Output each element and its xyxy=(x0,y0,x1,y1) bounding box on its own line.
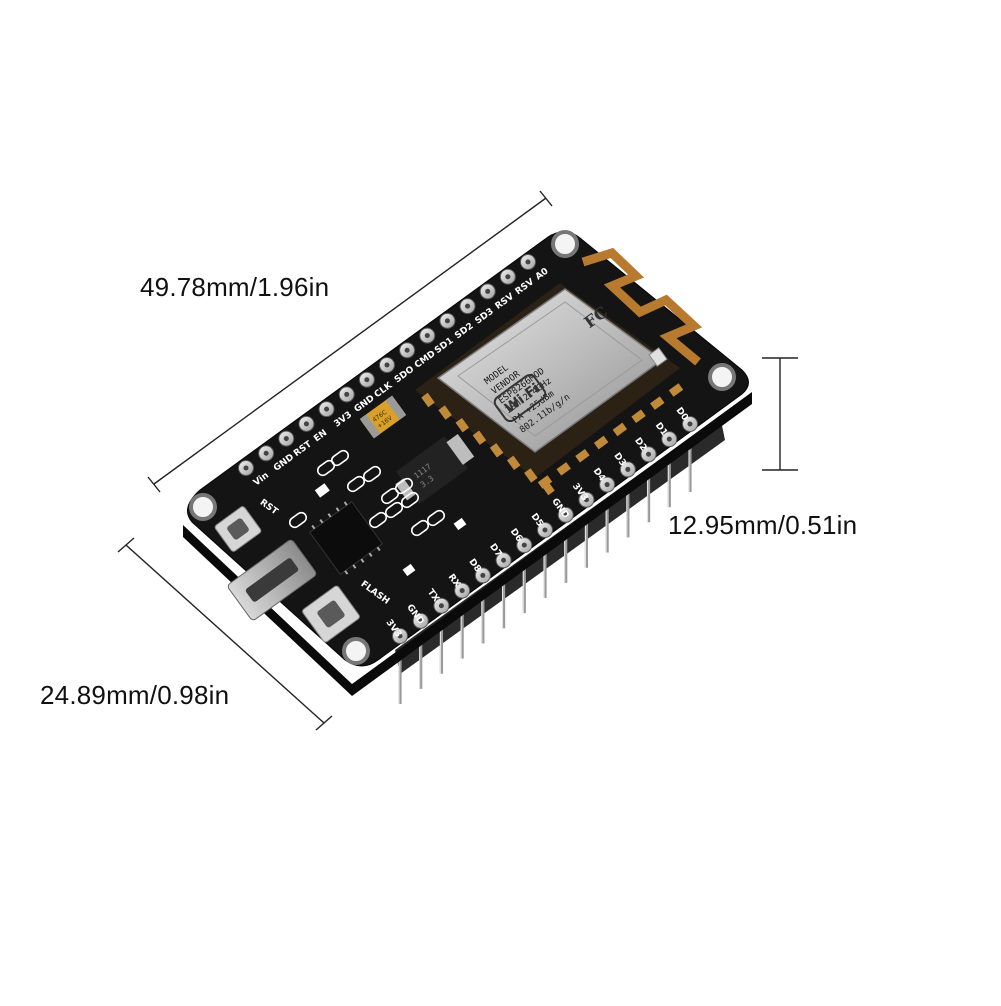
smd-outline xyxy=(400,491,420,509)
castellated-pad xyxy=(650,396,665,410)
micro-usb-port xyxy=(227,539,317,621)
smd-outline xyxy=(368,511,388,529)
pad-hole xyxy=(344,391,350,397)
pad-hole xyxy=(485,288,491,294)
castellated-pad xyxy=(575,448,590,463)
castellated-pad xyxy=(593,435,609,450)
smd-outline xyxy=(330,449,350,467)
smd-outline xyxy=(384,501,404,519)
pad-hole xyxy=(263,450,269,456)
module-castellations xyxy=(421,383,684,496)
smd-outline xyxy=(346,475,366,493)
rst-button xyxy=(214,506,262,552)
width-dimension-label: 24.89mm/0.98in xyxy=(40,680,230,710)
pad-hole xyxy=(397,633,403,639)
pad-hole xyxy=(404,347,410,353)
pad-hole xyxy=(324,406,330,412)
pad-hole xyxy=(303,421,309,427)
pad-hole xyxy=(438,603,444,609)
pad-hole xyxy=(646,451,652,457)
esp8266-module: MODEL VENDOR ESP8266MOD ISM 2.4GHz PA +2… xyxy=(415,283,684,496)
pad-hole xyxy=(243,465,249,471)
pad-hole xyxy=(283,436,289,442)
castellated-pad xyxy=(472,430,487,445)
mounting-hole xyxy=(189,493,217,521)
pad-hole xyxy=(583,497,589,503)
voltage-regulator: 1117 3.3 xyxy=(395,433,475,504)
width-dimension-line xyxy=(117,537,333,731)
castellated-pad xyxy=(455,417,470,433)
mounting-hole xyxy=(342,637,370,665)
pad-hole xyxy=(505,274,511,280)
usb-serial-chip xyxy=(308,500,384,576)
pad-hole xyxy=(501,557,507,563)
pad-hole xyxy=(604,482,610,488)
mounting-holes xyxy=(189,230,736,665)
bottom-pin-pads xyxy=(392,416,698,644)
castellated-pad xyxy=(524,468,538,483)
smd-outlines xyxy=(288,449,446,537)
smd-outline xyxy=(426,509,446,527)
height-dimension-line xyxy=(762,357,798,471)
pad-hole xyxy=(525,259,531,265)
pad-hole xyxy=(364,377,370,383)
castellated-pad xyxy=(556,462,571,476)
smd-outline xyxy=(394,477,414,495)
castellated-pad xyxy=(631,409,646,424)
castellated-pad xyxy=(668,383,684,397)
top-pin-pads xyxy=(238,254,536,476)
castellated-pad xyxy=(506,455,521,471)
length-dimension-label: 49.78mm/1.96in xyxy=(140,272,330,302)
castellated-pad xyxy=(489,443,504,458)
mounting-hole xyxy=(708,363,736,391)
pad-hole xyxy=(424,333,430,339)
pad-hole xyxy=(563,512,569,518)
smd-outline xyxy=(362,465,382,483)
height-dimension-label: 12.95mm/0.51in xyxy=(668,510,858,540)
mounting-hole xyxy=(551,230,579,258)
castellated-pad xyxy=(612,422,628,437)
pad-hole xyxy=(666,436,672,442)
flash-button xyxy=(302,585,360,643)
length-dimension-line xyxy=(147,190,553,493)
pad-hole xyxy=(625,466,631,472)
pad-hole xyxy=(444,318,450,324)
pad-hole xyxy=(465,303,471,309)
smd-outline xyxy=(288,511,308,529)
pad-hole xyxy=(418,618,424,624)
pad-hole xyxy=(542,527,548,533)
pad-hole xyxy=(459,588,465,594)
castellated-pad xyxy=(438,405,452,420)
tantalum-capacitor: 476C +16V xyxy=(359,395,407,439)
pad-hole xyxy=(480,572,486,578)
castellated-pad xyxy=(537,475,553,489)
pad-hole xyxy=(521,542,527,548)
pad-hole xyxy=(384,362,390,368)
smd-outline xyxy=(410,519,430,537)
castellated-pad xyxy=(421,392,435,408)
pcb-antenna xyxy=(581,247,703,366)
pad-hole xyxy=(687,421,693,427)
